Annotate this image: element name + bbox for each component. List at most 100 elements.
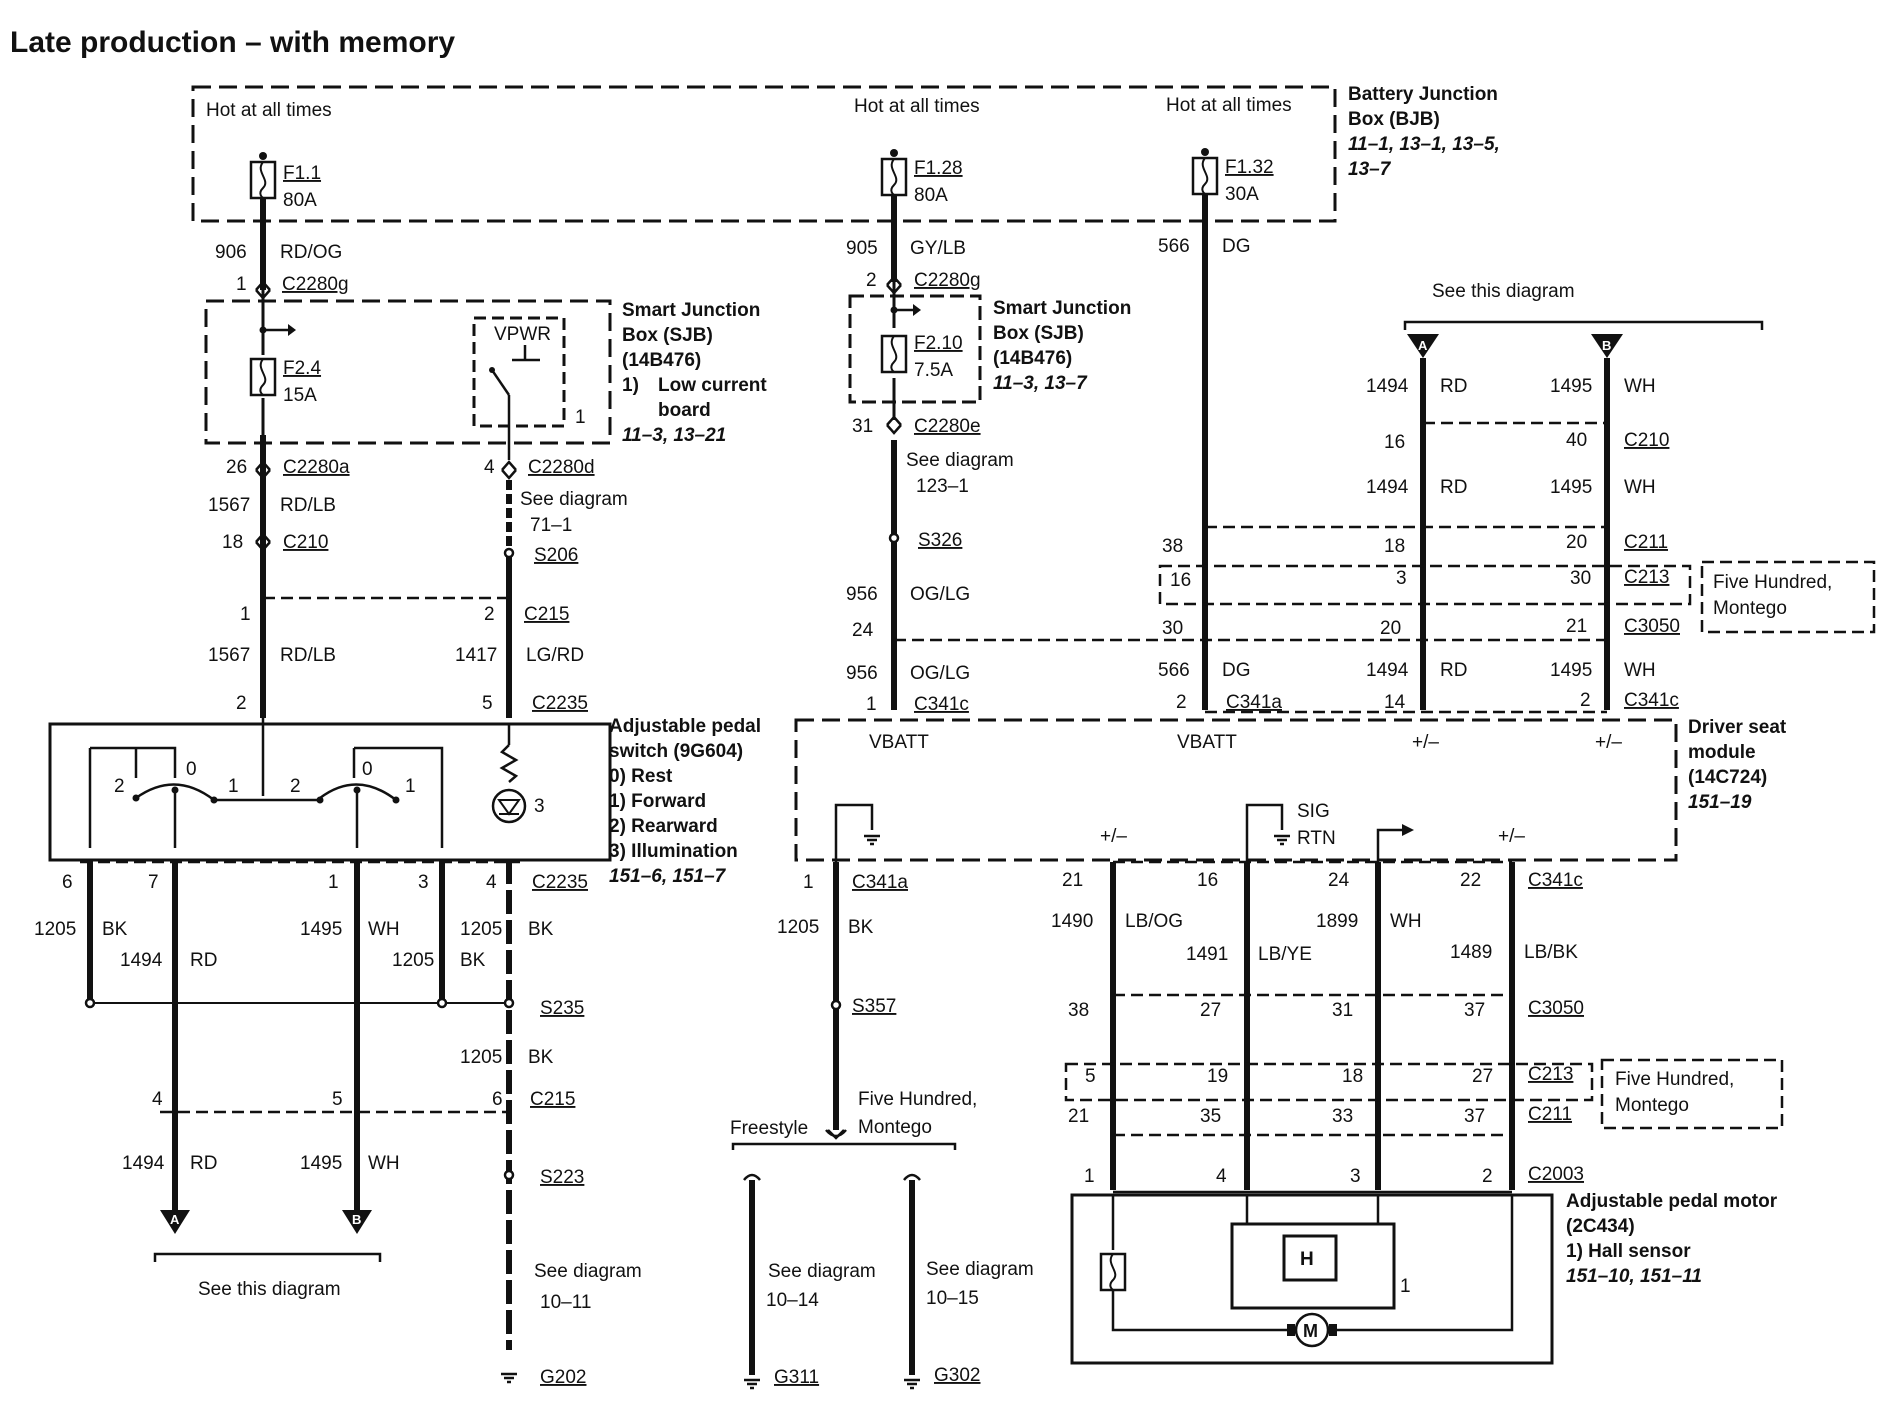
connector-a-bottom-icon bbox=[160, 1210, 190, 1234]
module-ground-icon bbox=[862, 834, 882, 846]
pm-label-3: +/– bbox=[1100, 826, 1127, 847]
bjb-name1: Battery Junction bbox=[1348, 84, 1498, 105]
sig-label: SIG bbox=[1297, 801, 1330, 822]
pedal-switch-refs: 151–6, 151–7 bbox=[609, 866, 727, 887]
pin-2-c341c: 2 bbox=[1580, 690, 1591, 711]
driver-module-name2: module bbox=[1688, 742, 1756, 763]
pin-27-c213: 27 bbox=[1472, 1066, 1493, 1087]
sjb-left-part: (14B476) bbox=[622, 350, 701, 371]
hall-pin-1: 1 bbox=[1400, 1276, 1411, 1297]
see-diagram-10-14: See diagram bbox=[768, 1261, 876, 1282]
five-hundred-split-2: Montego bbox=[858, 1117, 932, 1138]
see-diagram-10-15: See diagram bbox=[926, 1259, 1034, 1280]
five-hundred-label-bottom1: Five Hundred, bbox=[1615, 1069, 1734, 1090]
pedal-switch-state1: 1) Forward bbox=[609, 791, 706, 812]
wire-956-color: OG/LG bbox=[910, 584, 970, 605]
wire-1494-num-r3: 1494 bbox=[1366, 660, 1409, 681]
wire-1495-color-r1: WH bbox=[1624, 376, 1656, 397]
pin-16-c213: 16 bbox=[1170, 570, 1191, 591]
pin-16-c210: 16 bbox=[1384, 432, 1405, 453]
pin-24-c341c: 24 bbox=[1328, 870, 1350, 891]
wire-1494-num-a: 1494 bbox=[120, 950, 163, 971]
ground-g311-icon bbox=[742, 1378, 762, 1390]
five-hundred-box-bottom bbox=[1600, 1058, 1784, 1130]
fuse-f2-4-icon bbox=[249, 357, 277, 397]
sjb-left-name1: Smart Junction bbox=[622, 300, 760, 321]
pin-1-c215: 1 bbox=[240, 604, 251, 625]
connector-c2280g-mid: C2280g bbox=[914, 270, 981, 291]
wire-1205-num-a: 1205 bbox=[34, 919, 76, 940]
pin-7: 7 bbox=[148, 872, 159, 893]
wire-1494-color-a: RD bbox=[190, 950, 217, 971]
ref-10-14: 10–14 bbox=[766, 1290, 819, 1311]
wire-1205-num-b: 1205 bbox=[460, 919, 502, 940]
pedal-motor-box bbox=[1070, 1193, 1554, 1365]
fuse-f2-4-id: F2.4 bbox=[283, 358, 321, 379]
pin-24: 24 bbox=[852, 620, 874, 641]
connector-c3050-bottom: C3050 bbox=[1528, 998, 1584, 1019]
wire-1494-num-r2: 1494 bbox=[1366, 477, 1409, 498]
connector-c341a-bottom: C341a bbox=[852, 872, 908, 893]
pin-38-c211: 38 bbox=[1162, 536, 1183, 557]
pedal-motor-note: 1) Hall sensor bbox=[1566, 1241, 1691, 1262]
pin-20-c211: 20 bbox=[1566, 532, 1587, 553]
wire-1567-num: 1567 bbox=[208, 495, 250, 516]
pin-3-c2003: 3 bbox=[1350, 1166, 1361, 1187]
wire-1567-color: RD/LB bbox=[280, 495, 336, 516]
wire-1495-num-r1: 1495 bbox=[1550, 376, 1592, 397]
connector-b-bottom-label: B bbox=[352, 1212, 361, 1227]
fuse-f1-32-icon bbox=[1191, 156, 1219, 196]
five-hundred-label-bottom2: Montego bbox=[1615, 1095, 1689, 1116]
wire-1495-num-b: 1495 bbox=[300, 1153, 342, 1174]
pm-label-1: +/– bbox=[1412, 732, 1439, 753]
vbatt-label-1: VBATT bbox=[869, 732, 929, 753]
connector-c213-top: C213 bbox=[1624, 567, 1669, 588]
wire-1205-color-a: BK bbox=[102, 919, 128, 940]
motor-label: M bbox=[1303, 1321, 1318, 1341]
pedal-motor-name2: (2C434) bbox=[1566, 1216, 1635, 1237]
fuse-f1-28-rating: 80A bbox=[914, 185, 948, 206]
c213-box-bottom bbox=[1064, 1062, 1594, 1102]
switch-contact-2a: 2 bbox=[114, 776, 125, 797]
wire-1494-color-r1: RD bbox=[1440, 376, 1467, 397]
driver-module-part: (14C724) bbox=[1688, 767, 1767, 788]
ground-g311: G311 bbox=[774, 1367, 819, 1388]
fuse-f1-32-id: F1.32 bbox=[1225, 157, 1274, 178]
motor-icon bbox=[1294, 1312, 1330, 1348]
connector-c211-bottom: C211 bbox=[1528, 1104, 1572, 1125]
fuse-f1-1-icon bbox=[249, 160, 277, 200]
wire-1567-num-b: 1567 bbox=[208, 645, 250, 666]
motor-breaker-icon bbox=[1099, 1252, 1127, 1292]
connector-c341c-bottom: C341c bbox=[1528, 870, 1583, 891]
hot-label-left: Hot at all times bbox=[206, 100, 332, 121]
pin-2-c2235: 2 bbox=[236, 693, 247, 714]
sjb-left-note1: Low current bbox=[658, 375, 767, 396]
wire-1495-num-r3: 1495 bbox=[1550, 660, 1592, 681]
sjb-mid-name1: Smart Junction bbox=[993, 298, 1131, 319]
wire-1205-color-c: BK bbox=[460, 950, 486, 971]
vpwr-label: VPWR bbox=[494, 324, 551, 345]
wires-below-switch bbox=[87, 860, 512, 1350]
see-diagram-71: See diagram bbox=[520, 489, 628, 510]
wire-1495-color-r3: WH bbox=[1624, 660, 1656, 681]
pin-1: 1 bbox=[236, 274, 247, 295]
fuse-f1-1-rating: 80A bbox=[283, 190, 317, 211]
pin-6-c215: 6 bbox=[492, 1089, 503, 1110]
ground-g202-icon bbox=[499, 1372, 519, 1384]
switch-contact-2b: 2 bbox=[290, 776, 301, 797]
connector-c2280a: C2280a bbox=[283, 457, 350, 478]
pedal-motor-refs: 151–10, 151–11 bbox=[1566, 1266, 1702, 1287]
pin-1-c2003: 1 bbox=[1084, 1166, 1095, 1187]
splice-s357: S357 bbox=[852, 996, 896, 1017]
connector-c341c-top-left: C341c bbox=[914, 694, 969, 715]
bjb-refs2: 13–7 bbox=[1348, 159, 1392, 180]
pin-31: 31 bbox=[852, 416, 873, 437]
fuse-f2-4-rating: 15A bbox=[283, 385, 317, 406]
sig-rtn-ground-icon bbox=[1272, 834, 1292, 846]
pin-4-c2235: 4 bbox=[486, 872, 497, 893]
connector-c210-right: C210 bbox=[1624, 430, 1669, 451]
connector-c2235-top: C2235 bbox=[532, 693, 588, 714]
sjb-left-refs: 11–3, 13–21 bbox=[622, 425, 726, 446]
pm-label-4: +/– bbox=[1498, 826, 1525, 847]
